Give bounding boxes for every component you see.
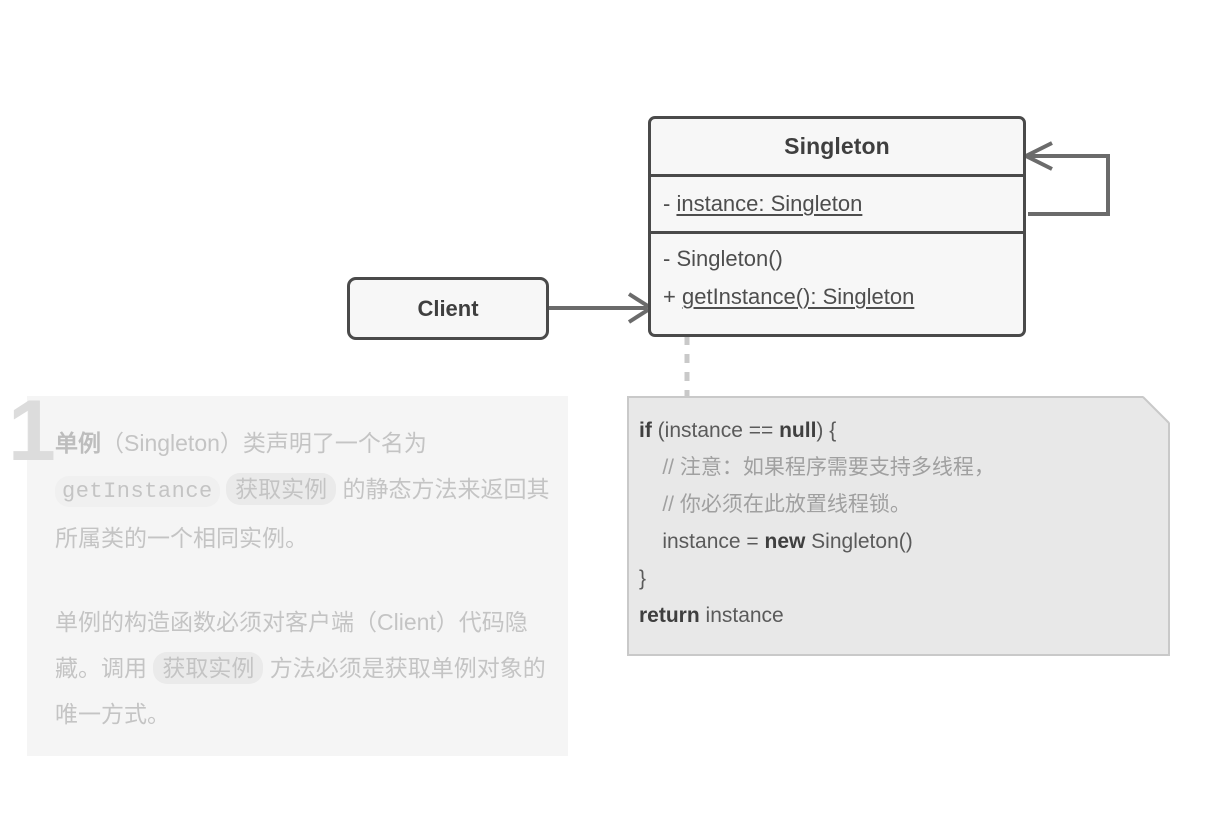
class-name-compartment: Singleton	[651, 119, 1023, 177]
code-token: new	[764, 530, 806, 553]
attribute-visibility: -	[663, 191, 671, 216]
code-token: Singleton()	[805, 530, 913, 553]
explanation-run: 单例的构造函数必须对客户端（Client）代码隐藏。调用	[55, 609, 528, 681]
explanation-run: 单例	[55, 430, 101, 456]
attribute-label: instance: Singleton	[676, 191, 863, 216]
client-label: Client	[417, 295, 479, 321]
code-line: return instance	[639, 597, 1156, 634]
highlight-chip: getInstance	[55, 476, 220, 507]
code-line: // 你必须在此放置线程锁。	[639, 486, 1156, 523]
class-name-label: Singleton	[784, 133, 890, 159]
code-line: // 注意：如果程序需要支持多线程，	[639, 449, 1156, 486]
code-token: instance	[699, 604, 784, 627]
note-shape	[627, 396, 1170, 656]
code-line: }	[639, 560, 1156, 597]
attribute-row: - instance: Singleton	[663, 185, 862, 223]
code-token: }	[639, 567, 647, 590]
class-operations-compartment: - Singleton() + getInstance(): Singleton	[651, 234, 1023, 334]
explanation-paragraph: 单例（Singleton）类声明了一个名为 getInstance 获取实例 的…	[55, 420, 550, 561]
note-fold-edge-icon	[1142, 396, 1170, 424]
code-token: null	[779, 419, 817, 442]
step-number-badge: 1	[8, 383, 56, 479]
explanation-paragraph: 单例的构造函数必须对客户端（Client）代码隐藏。调用 获取实例 方法必须是获…	[55, 599, 550, 737]
operation-row: + getInstance(): Singleton	[663, 278, 1023, 316]
code-token: ) {	[816, 419, 837, 442]
class-attributes-compartment: - instance: Singleton	[651, 177, 1023, 234]
uml-class-client: Client	[347, 277, 549, 340]
operation-label: Singleton()	[676, 246, 783, 271]
code-token: return	[639, 604, 700, 627]
highlight-chip: 获取实例	[153, 652, 264, 684]
explanation-text: 单例（Singleton）类声明了一个名为 getInstance 获取实例 的…	[55, 420, 550, 737]
operation-visibility: +	[663, 284, 676, 309]
code-token: (instance ==	[651, 419, 780, 442]
code-note-content: if (instance == null) { // 注意：如果程序需要支持多线…	[639, 412, 1156, 646]
code-note-box: if (instance == null) { // 注意：如果程序需要支持多线…	[627, 396, 1170, 656]
highlight-chip: 获取实例	[226, 473, 337, 505]
code-token: // 注意：如果程序需要支持多线程，	[639, 456, 995, 479]
code-line: instance = new Singleton()	[639, 523, 1156, 560]
association-client-to-singleton-arrow	[545, 292, 655, 324]
code-token: if	[639, 419, 652, 442]
explanation-run: （Singleton）类声明了一个名为	[101, 430, 427, 456]
explanation-panel	[27, 396, 568, 756]
note-dashed-connector	[684, 336, 690, 398]
operation-visibility: -	[663, 246, 671, 271]
code-token: instance =	[639, 530, 765, 553]
operation-row: - Singleton()	[663, 240, 1023, 278]
uml-class-singleton: Singleton - instance: Singleton - Single…	[648, 116, 1026, 337]
code-line: if (instance == null) {	[639, 412, 1156, 449]
self-association-loop-arrow	[1021, 141, 1110, 216]
operation-label: getInstance(): Singleton	[681, 284, 915, 309]
code-token: // 你必须在此放置线程锁。	[639, 493, 911, 516]
explanation-run: 方法必须是获取单例对象的唯一方式。	[55, 655, 546, 727]
explanation-run: 的静态方法来返回其所属类的一个相同实例。	[55, 476, 550, 551]
